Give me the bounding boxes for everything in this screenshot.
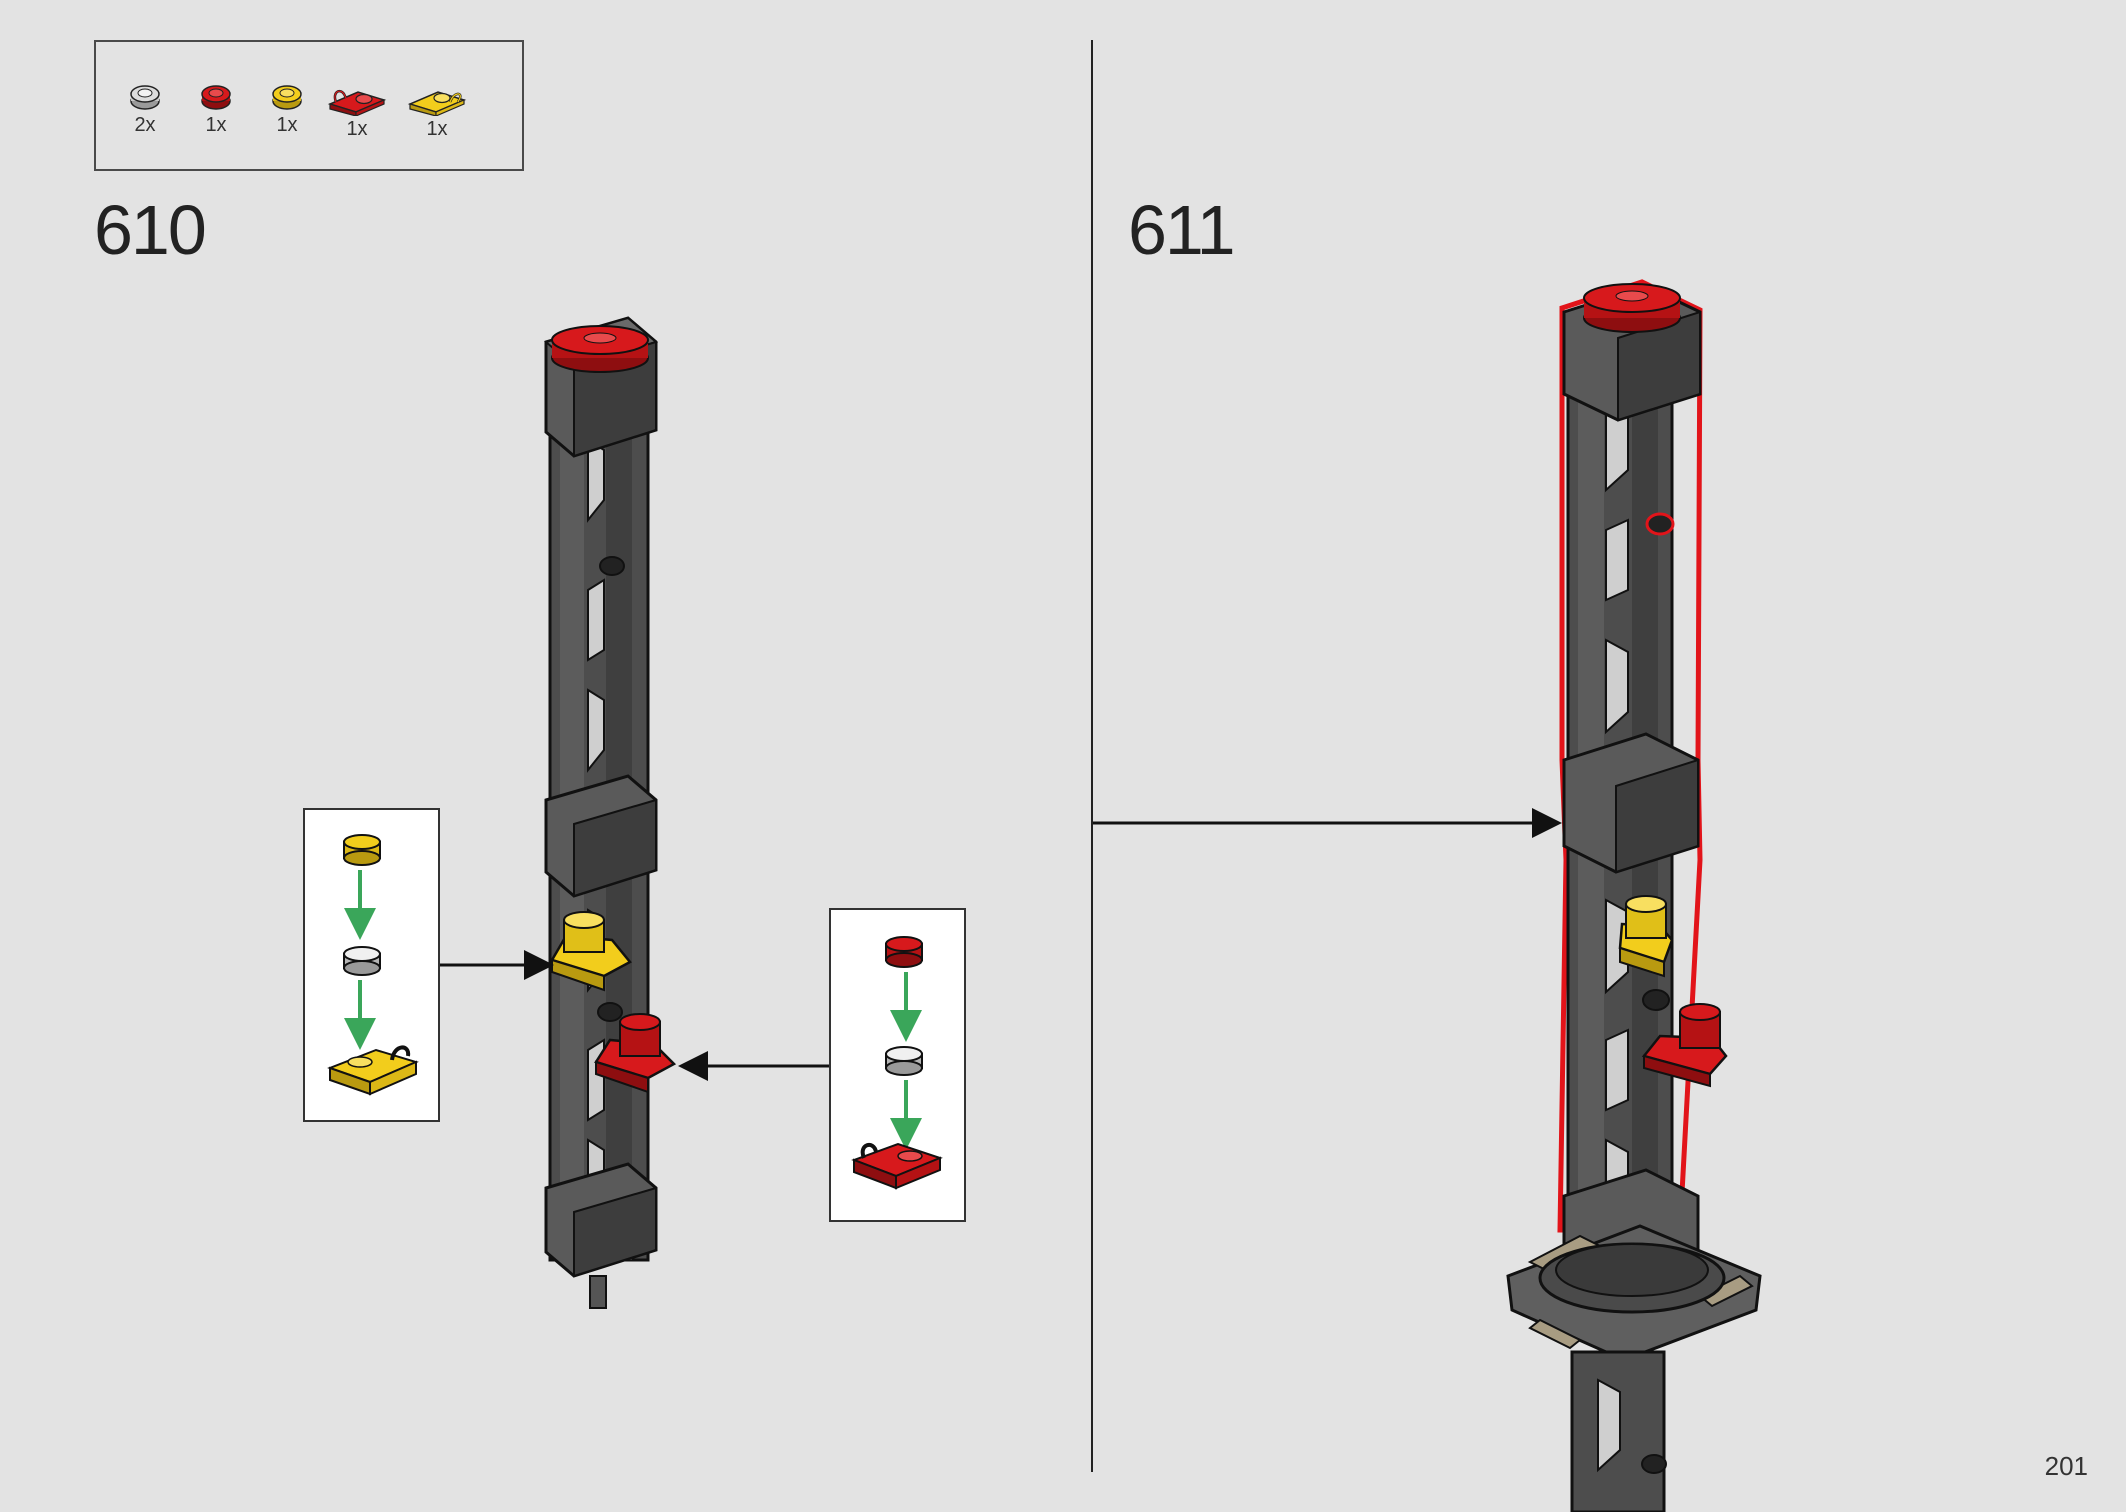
step-number-610: 610 [94, 191, 207, 269]
part-quantity: 1x [346, 118, 368, 140]
light-bluish-gray-round-stud-icon [130, 85, 160, 110]
page-divider [1091, 40, 1093, 1472]
part-quantity: 1x [276, 114, 298, 136]
callout-left-parts [327, 834, 419, 1096]
part-item: 2x [110, 82, 180, 137]
part-item: 1x [322, 82, 392, 141]
callout-right-parts [851, 936, 943, 1190]
red-plate-with-clip-icon [327, 90, 387, 116]
parts-list-box: 2x 1x 1x 1x [94, 40, 524, 171]
yellow-round-stud-icon [272, 85, 302, 110]
tower-segment-610 [543, 316, 677, 1309]
part-quantity: 2x [134, 114, 156, 136]
part-quantity: 1x [205, 114, 227, 136]
tower-assembly-611 [1506, 279, 1762, 1512]
step-number-611: 611 [1128, 191, 1236, 269]
yellow-plate-with-clip-icon [407, 91, 467, 116]
part-item: 1x [181, 82, 251, 137]
part-item: 1x [252, 82, 322, 137]
part-quantity: 1x [426, 118, 448, 140]
red-round-stud-icon [201, 85, 231, 110]
page-number: 201 [2044, 1451, 2088, 1481]
part-item: 1x [402, 82, 472, 141]
